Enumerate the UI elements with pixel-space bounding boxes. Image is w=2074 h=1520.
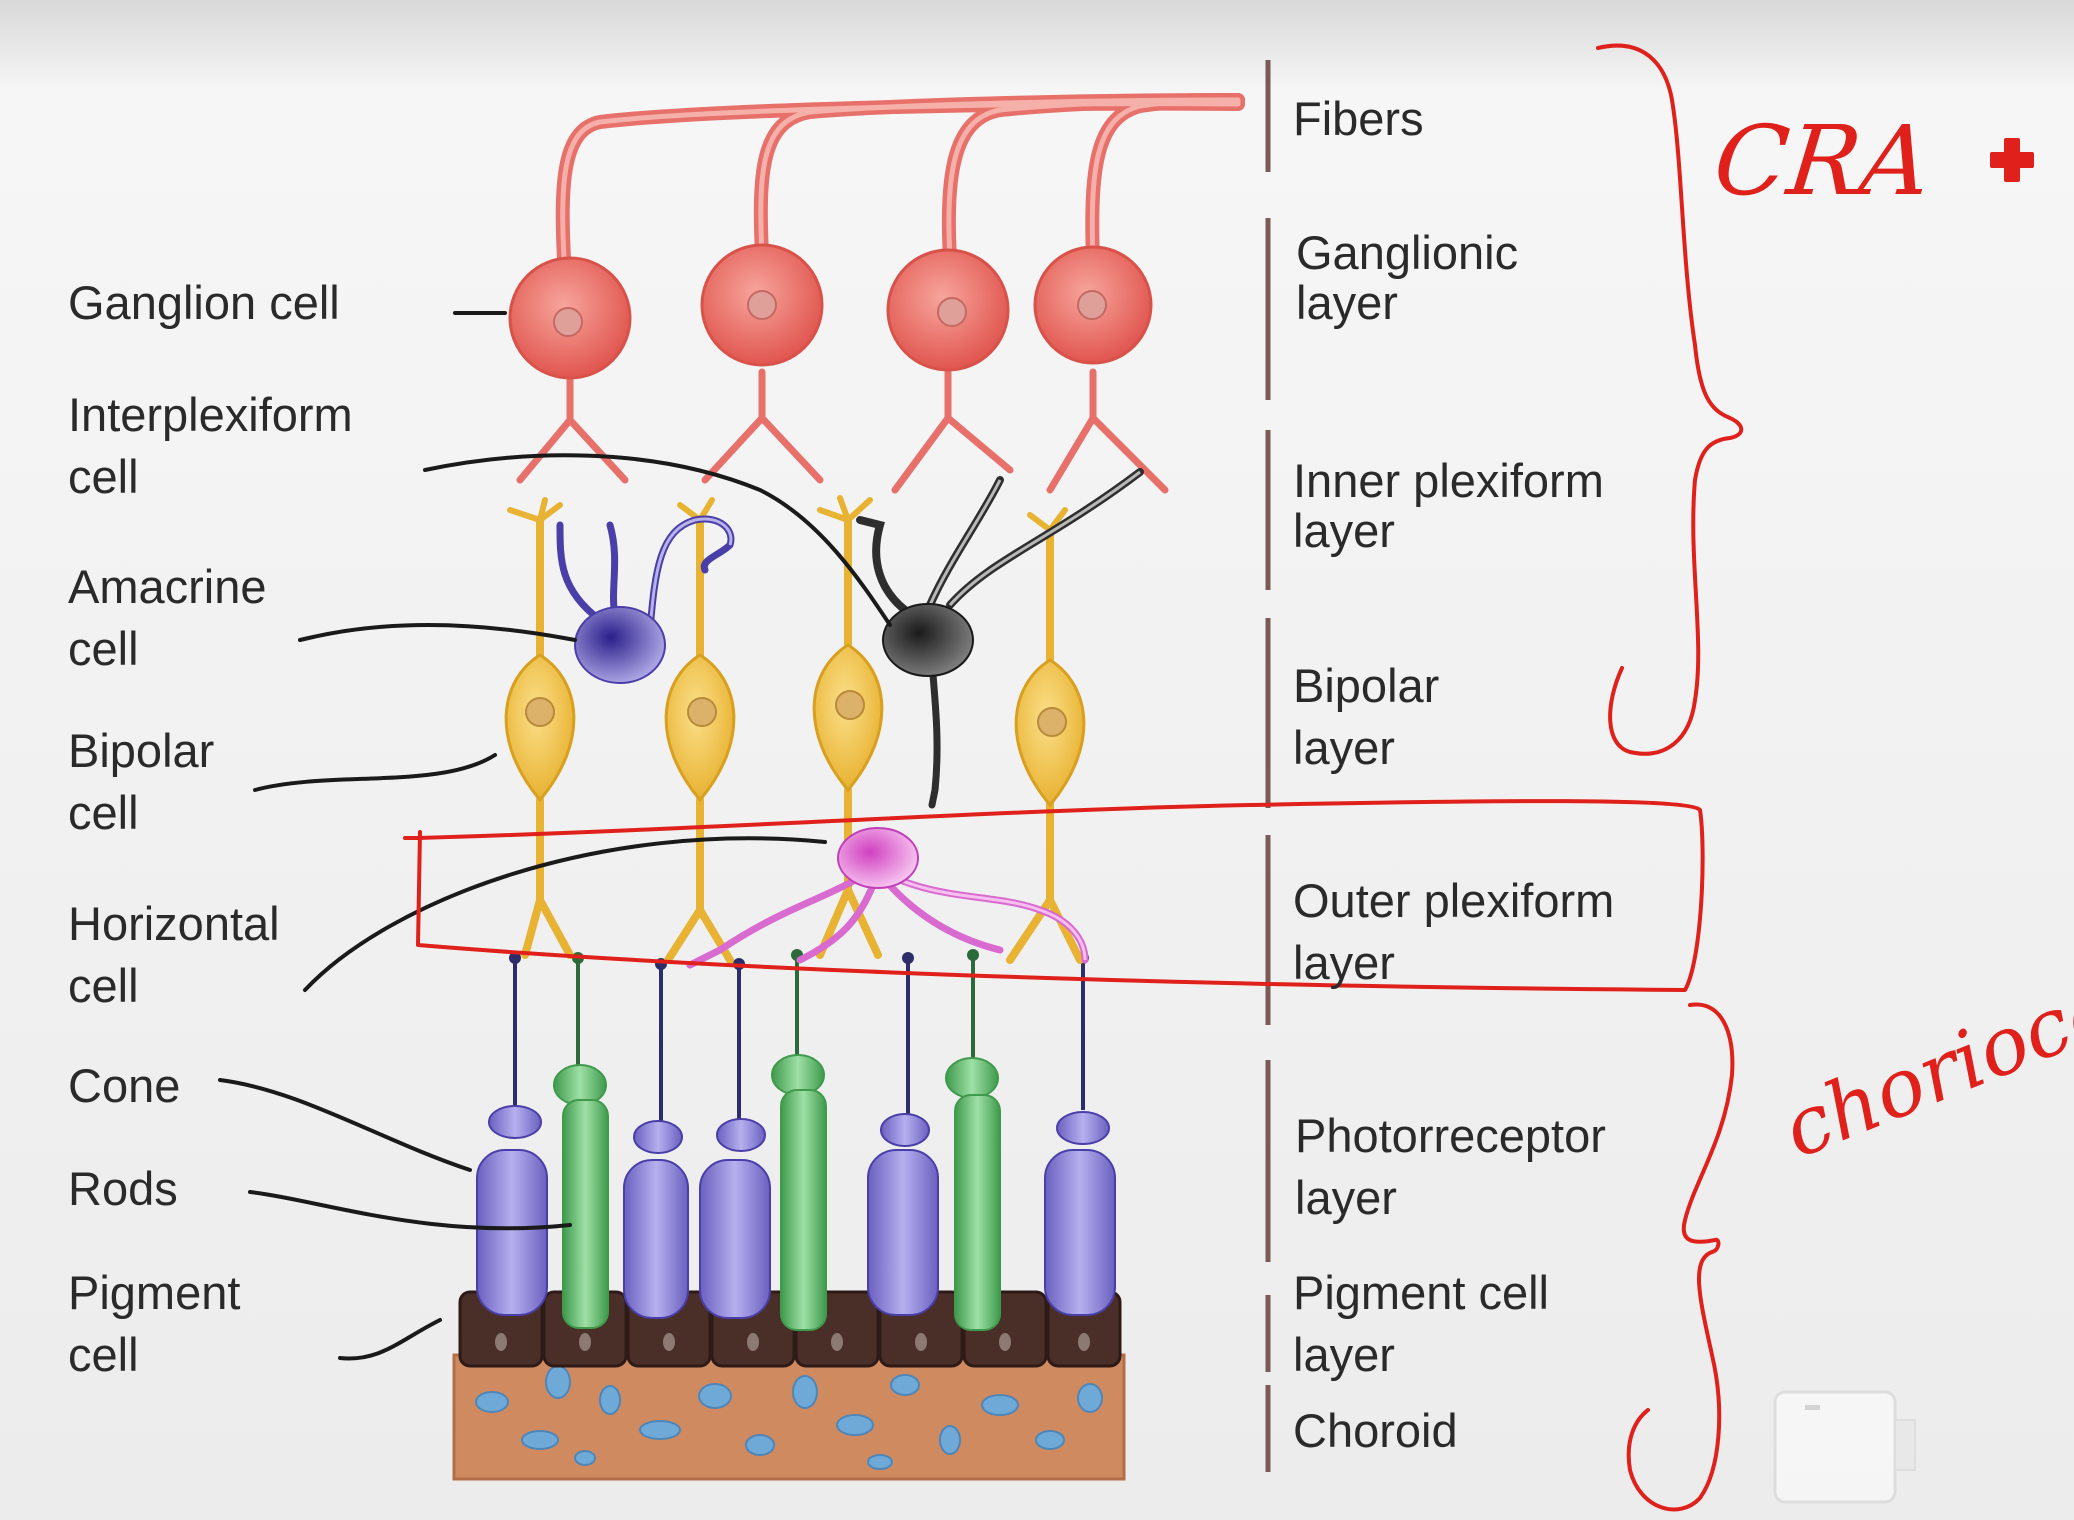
label-outer-plexiform-layer: Outer plexiform layer	[1293, 874, 1615, 989]
amacrine-cell	[556, 515, 735, 684]
red-cross-icon	[1990, 138, 2034, 182]
cone-5	[1044, 960, 1116, 1316]
label-pigment-cell: Pigment cell	[68, 1266, 241, 1381]
label-bipolar-layer: Bipolar layer	[1293, 659, 1440, 774]
cone-2	[623, 966, 689, 1319]
upper-brace	[1596, 43, 1744, 756]
label-ganglionic-layer: Ganglionic layer	[1296, 226, 1519, 329]
outer-plexiform-box	[403, 799, 1705, 992]
bipolar-cell-4	[1006, 507, 1086, 964]
interplexiform-cell	[856, 468, 1144, 809]
label-choroid-layer: Choroid	[1293, 1404, 1458, 1457]
label-rods: Rods	[68, 1162, 178, 1215]
hand-annotations	[403, 43, 1744, 1512]
label-fibers-layer: Fibers	[1293, 92, 1424, 145]
label-photoreceptor-layer: Photorreceptor layer	[1295, 1109, 1606, 1224]
label-cone: Cone	[68, 1059, 181, 1112]
bipolar-cell-2	[664, 497, 736, 964]
label-leader-lines	[218, 311, 892, 1361]
horizontal-cell	[686, 827, 1089, 969]
ganglion-cell-row	[508, 243, 1153, 380]
label-amacrine-cell: Amacrine cell	[68, 560, 267, 675]
rod-1	[553, 960, 609, 1329]
bipolar-cell-3	[812, 495, 884, 959]
label-inner-plexiform-layer: Inner plexiform layer	[1293, 454, 1604, 557]
photoreceptors	[476, 949, 1116, 1331]
ganglion-fibers	[555, 93, 1245, 285]
rod-2	[771, 955, 827, 1331]
bipolar-cell-row	[504, 495, 1086, 964]
choroid	[452, 1353, 1126, 1481]
ganglion-dendrites	[516, 368, 1169, 494]
lower-brace	[1626, 1002, 1735, 1512]
label-interplexiform-cell: Interplexiform cell	[68, 388, 353, 503]
label-pigment-cell-layer: Pigment cell layer	[1293, 1266, 1549, 1381]
cone-1	[476, 960, 548, 1316]
screen-recorder-watermark-icon	[1773, 1390, 1916, 1504]
cone-3	[699, 966, 771, 1319]
label-bipolar-cell: Bipolar cell	[68, 724, 215, 839]
label-ganglion-cell: Ganglion cell	[68, 276, 340, 329]
cone-4	[867, 960, 939, 1316]
rod-3	[945, 955, 1001, 1331]
label-horizontal-cell: Horizontal cell	[68, 897, 280, 1012]
annotation-cra: CRA	[1709, 105, 1936, 217]
